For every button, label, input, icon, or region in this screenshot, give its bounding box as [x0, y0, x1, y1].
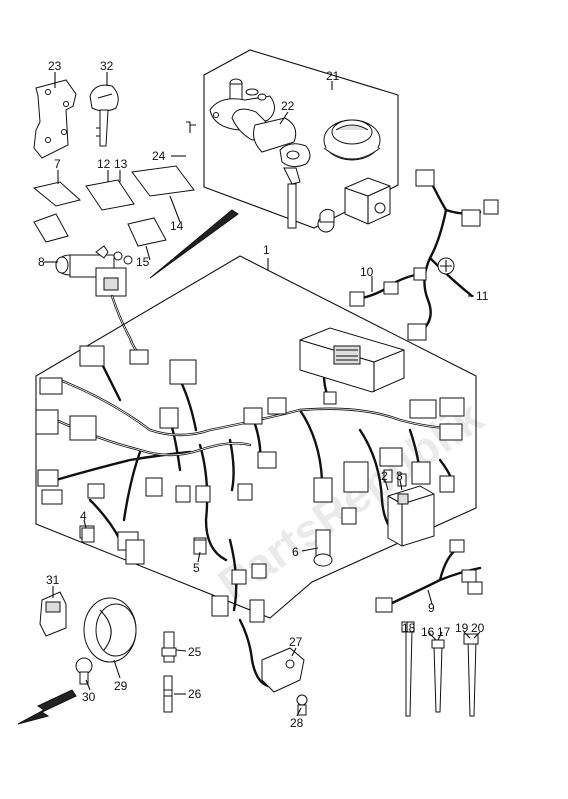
callout-9: 9: [428, 601, 435, 615]
callout-25: 25: [188, 645, 202, 659]
callout-13: 13: [114, 157, 128, 171]
ignition-coupler-8: [55, 245, 133, 297]
callout-15: 15: [136, 255, 150, 269]
callout-30: 30: [82, 690, 96, 704]
harness-couplers: [35, 345, 465, 623]
callout-32: 32: [100, 59, 114, 73]
callout-24: 24: [152, 149, 166, 163]
fuse-box: [387, 485, 435, 547]
callout-1: 1: [263, 243, 270, 257]
sub-harness-9: [375, 539, 483, 613]
clamp-4: [81, 527, 95, 543]
callout-27: 27: [289, 635, 303, 649]
callout-2: 2: [381, 469, 388, 483]
callout-23: 23: [48, 59, 62, 73]
callout-16: 16: [421, 625, 435, 639]
callout-3: 3: [396, 469, 403, 483]
callout-10: 10: [360, 265, 374, 279]
callout-12: 12: [97, 157, 111, 171]
callout-21: 21: [326, 69, 340, 83]
callout-6: 6: [292, 545, 299, 559]
callout-18: 18: [402, 621, 416, 635]
cable-ties: [401, 621, 479, 717]
sub-harness-11: [407, 169, 499, 341]
key-lead-line: [149, 121, 239, 279]
callout-31: 31: [46, 573, 60, 587]
callout-22: 22: [281, 99, 295, 113]
callout-29: 29: [114, 679, 128, 693]
callout-labels: 23 32 21 22 24 7 12 13 14 8 15 1 10 11 2…: [38, 59, 489, 730]
callout-4: 4: [80, 509, 87, 523]
clamp-5: [193, 539, 207, 555]
switch-25: [161, 631, 177, 663]
main-harness-outline: [35, 255, 477, 619]
blank-key-32: [89, 84, 119, 147]
callout-8: 8: [38, 255, 45, 269]
fuse-2: [383, 469, 393, 483]
callout-26: 26: [188, 687, 202, 701]
bracket-23: [33, 79, 77, 159]
label-sheets: [32, 165, 195, 247]
callout-19: 19: [455, 621, 469, 635]
callout-28: 28: [290, 716, 304, 730]
callout-5: 5: [193, 561, 200, 575]
relay-6: [313, 529, 333, 567]
ignition-switch-assembly: [203, 49, 399, 233]
front-direction-arrow: [17, 689, 77, 725]
coupler-8-end: [129, 349, 149, 365]
callout-20: 20: [471, 621, 485, 635]
callout-17: 17: [437, 625, 451, 639]
leader-lines: [44, 72, 481, 717]
switch-26: [163, 675, 173, 713]
sub-harness-10: [349, 267, 427, 307]
bracket-27: [238, 618, 308, 716]
horn-assembly: [39, 591, 137, 685]
fuse-3: [397, 473, 407, 487]
callout-14: 14: [170, 219, 184, 233]
main-connector-block: [299, 327, 405, 393]
callout-7: 7: [54, 157, 61, 171]
callout-11: 11: [476, 289, 489, 303]
